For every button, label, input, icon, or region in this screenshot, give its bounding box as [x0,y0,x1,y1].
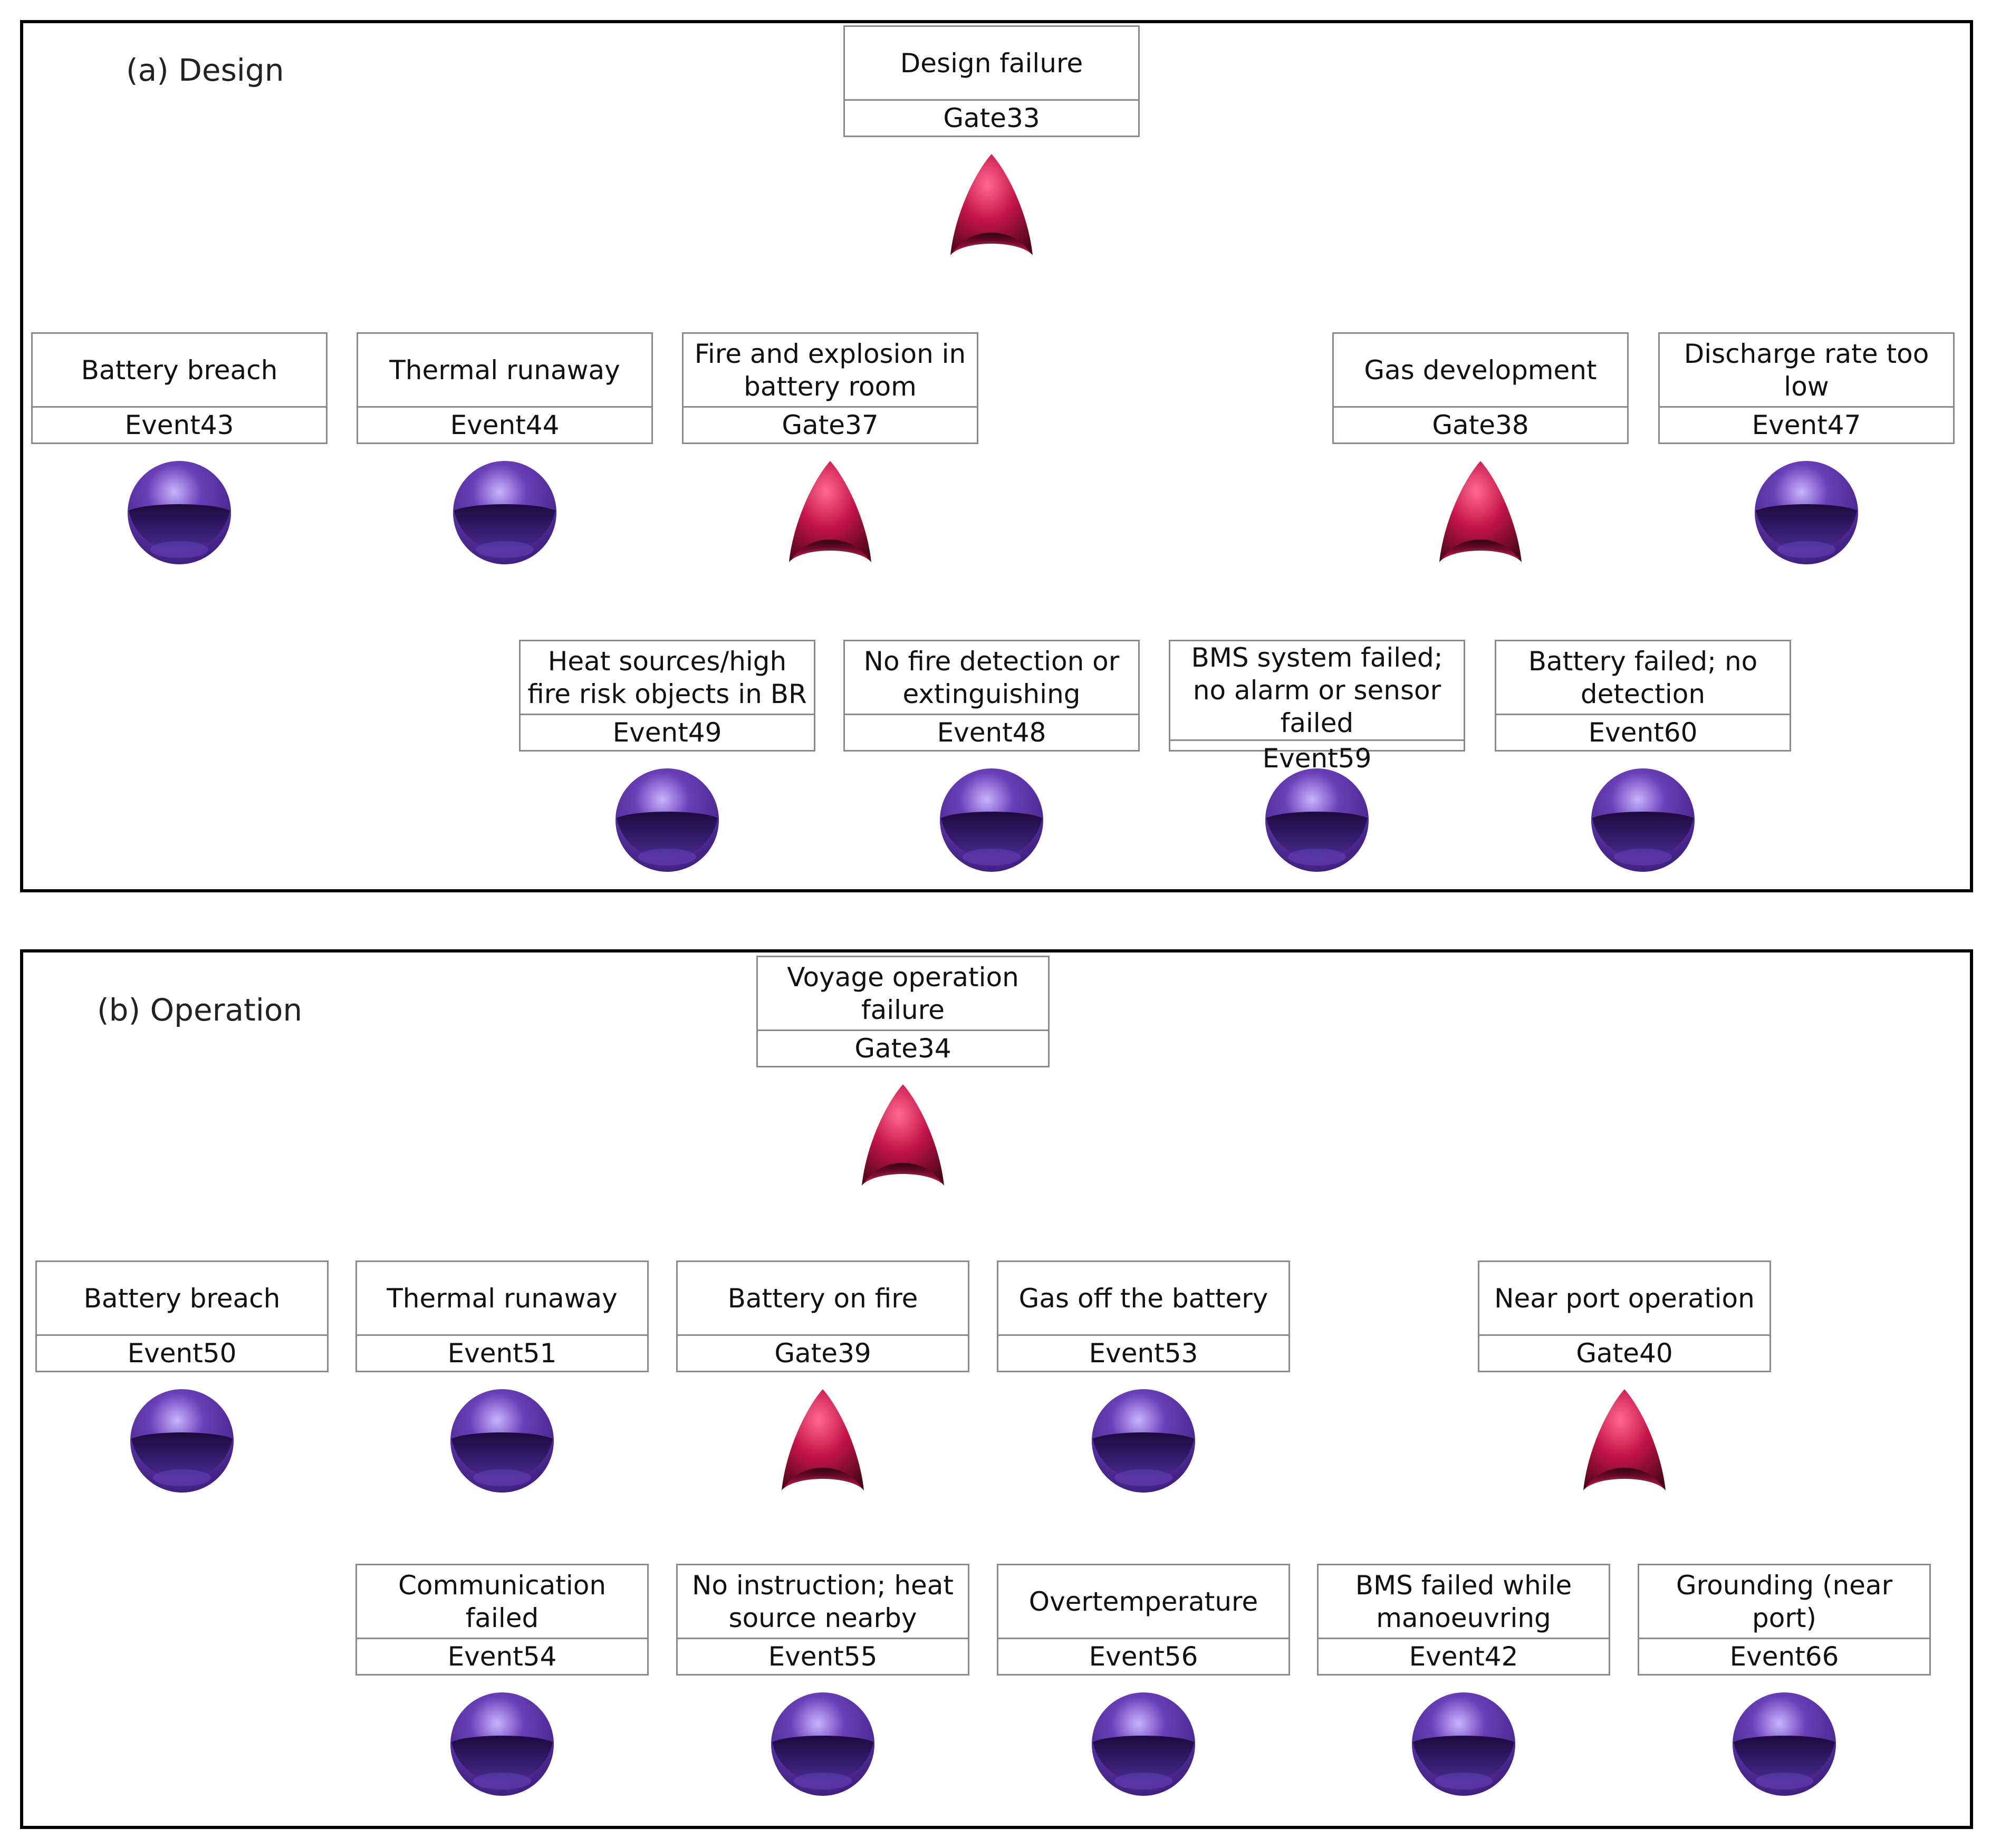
basic-event-icon [939,767,1044,875]
basic-event-icon [449,1388,555,1496]
or-gate-icon [781,1387,865,1495]
basic-event-icon [614,767,720,875]
node-label: No fire detection or extinguishing [845,641,1138,715]
or-gate-icon [1438,459,1523,566]
node-label: Grounding (near port) [1639,1565,1929,1639]
node-label: Thermal runaway [358,334,651,408]
basic-event-icon [770,1691,876,1799]
panel-title: (a) Design [126,52,284,88]
node-label: Discharge rate too low [1660,334,1953,408]
node-id: Event54 [447,1641,557,1672]
basic-event-icon [129,1388,235,1496]
basic-event-icon [1264,767,1370,875]
node-id: Event44 [450,410,560,440]
node-id: Gate37 [782,410,879,440]
node-id: Event50 [127,1338,237,1369]
node-id: Event66 [1729,1641,1839,1672]
node-id: Gate34 [854,1033,951,1064]
node-label: Gas development [1334,334,1627,408]
event-node[interactable]: Grounding (near port)Event66 [1638,1564,1931,1676]
basic-event-icon [452,460,557,567]
basic-event-icon [1091,1388,1196,1496]
node-label: Overtemperature [998,1565,1288,1639]
basic-event-icon [1091,1691,1196,1799]
event-node[interactable]: Heat sources/high fire risk objects in B… [519,640,815,752]
node-label: Near port operation [1479,1262,1769,1336]
node-label: Battery breach [33,334,326,408]
operation-panel: (b) Operation [20,949,1973,1829]
basic-event-icon [1590,767,1696,875]
basic-event-icon [1411,1691,1516,1799]
node-id: Event56 [1089,1641,1198,1672]
or-gate-icon [861,1082,945,1190]
node-label: BMS failed while manoeuvring [1319,1565,1609,1639]
node-label: No instruction; heat source nearby [678,1565,968,1639]
basic-event-icon [1732,1691,1837,1799]
node-id: Event42 [1409,1641,1518,1672]
node-id: Gate33 [943,103,1040,133]
node-id: Event51 [447,1338,557,1369]
or-gate-icon [1582,1387,1667,1495]
or-gate-icon [949,152,1034,259]
node-id: Gate38 [1432,410,1529,440]
basic-event-icon [449,1691,555,1799]
node-label: Heat sources/high fire risk objects in B… [521,641,814,715]
node-label: Design failure [845,27,1138,101]
node-label: Communication failed [357,1565,647,1639]
node-label: Fire and explosion in battery room [684,334,977,408]
node-id: Event55 [768,1641,878,1672]
node-label: Battery breach [37,1262,327,1336]
node-label: Gas off the battery [998,1262,1288,1336]
node-id: Event48 [937,717,1046,748]
node-id: Gate39 [774,1338,871,1369]
node-label: Battery failed; no detection [1496,641,1790,715]
panel-title: (b) Operation [97,992,303,1028]
node-label: BMS system failed; no alarm or sensor fa… [1170,641,1464,741]
node-id: Event47 [1752,410,1861,440]
node-id: Event43 [124,410,234,440]
node-label: Thermal runaway [357,1262,647,1336]
node-label: Battery on fire [678,1262,968,1336]
basic-event-icon [1754,460,1859,567]
node-label: Voyage operation failure [758,957,1048,1031]
design-panel: (a) Design [20,20,1973,892]
node-id: Event49 [612,717,722,748]
or-gate-icon [788,459,872,566]
basic-event-icon [127,460,232,567]
node-id: Gate40 [1576,1338,1673,1369]
node-id: Event53 [1089,1338,1198,1369]
event-node[interactable]: BMS system failed; no alarm or sensor fa… [1169,640,1465,774]
node-id: Event60 [1588,717,1698,748]
